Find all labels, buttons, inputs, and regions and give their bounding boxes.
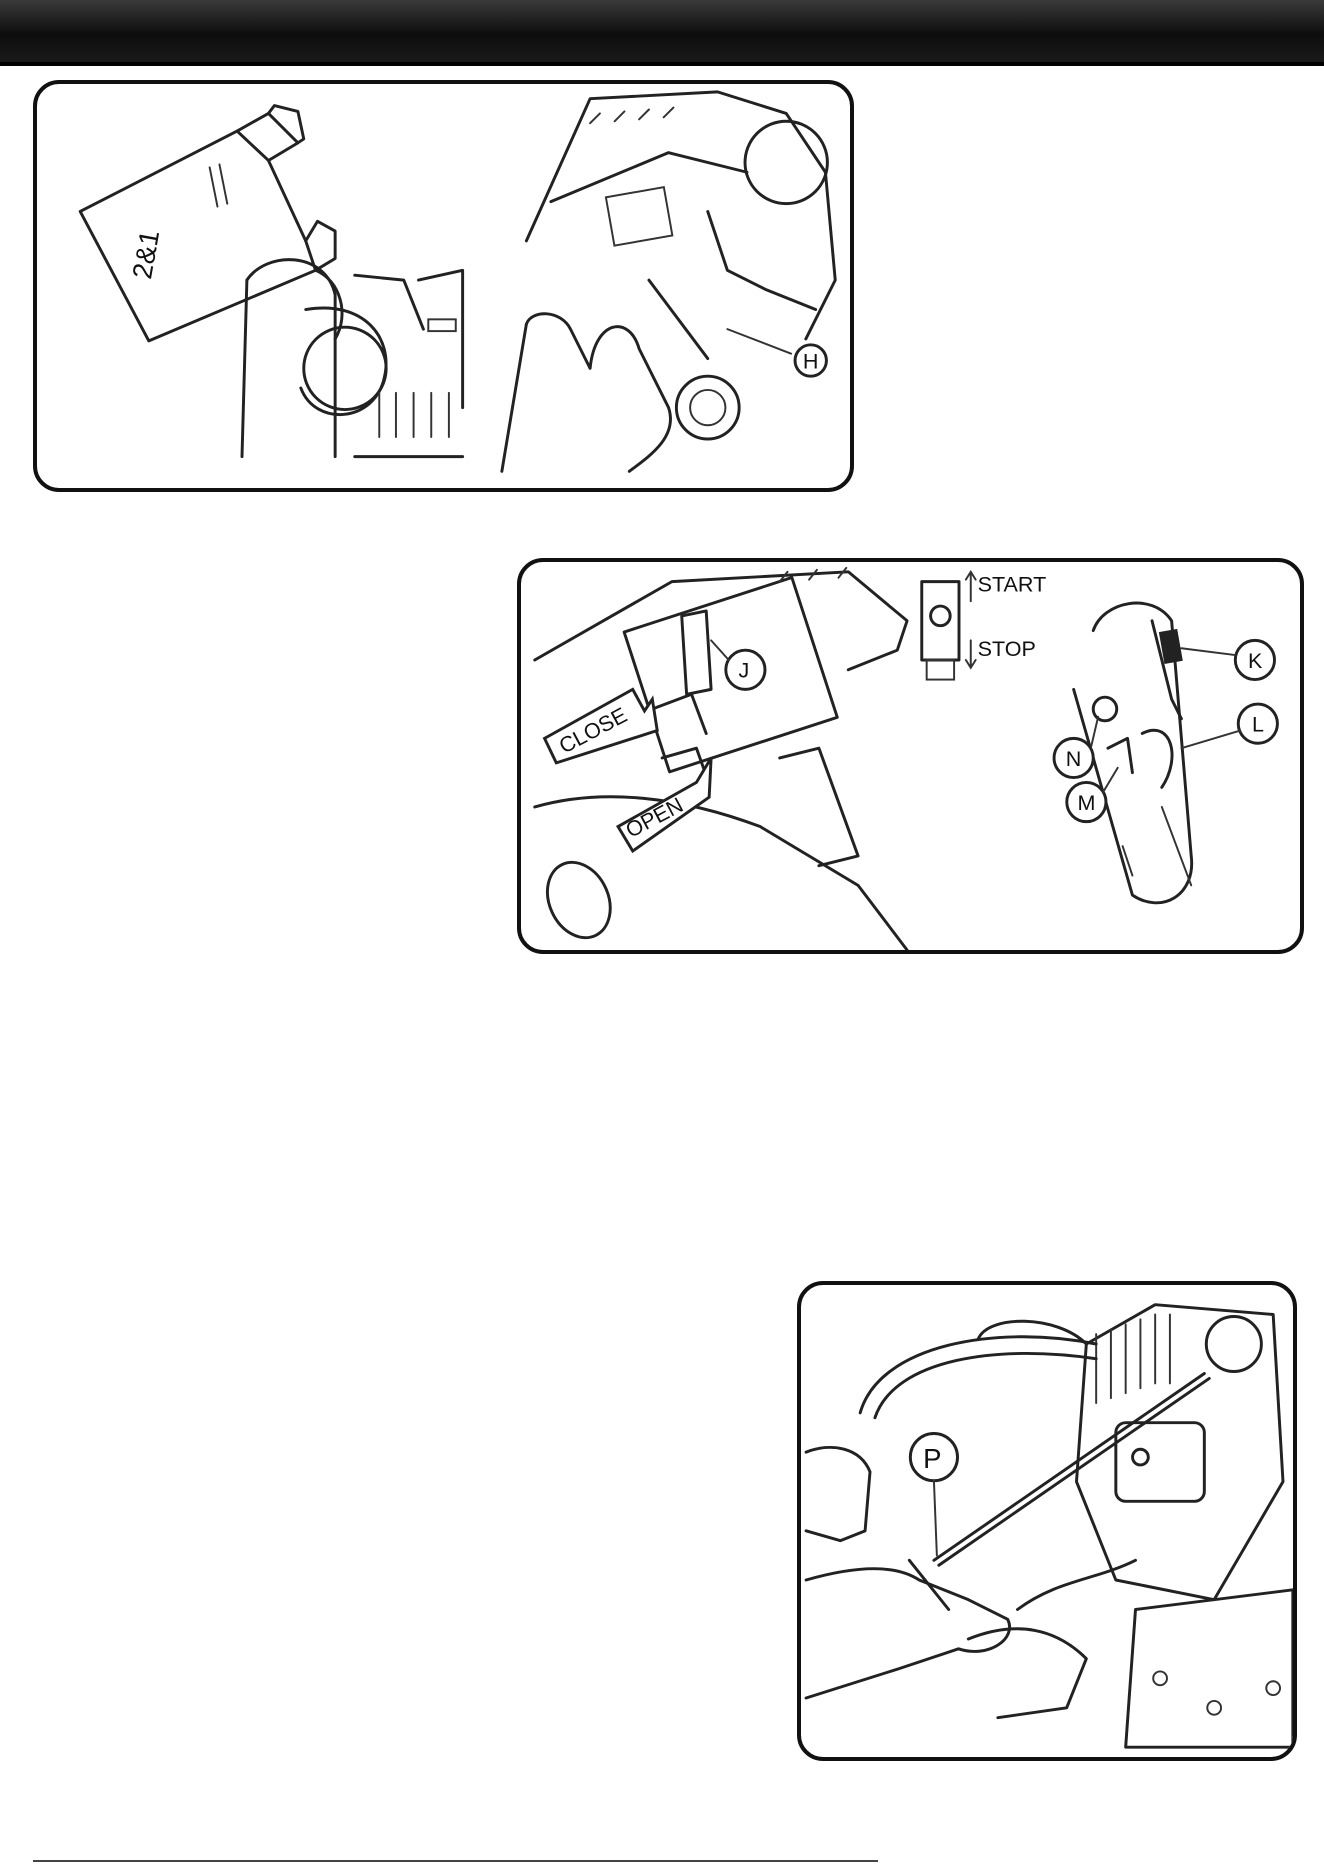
engine xyxy=(1077,1305,1293,1748)
callout-m: M xyxy=(1078,790,1096,815)
ignition-switch: START STOP xyxy=(922,571,1046,679)
label-stop: STOP xyxy=(978,636,1036,661)
starting-illustration: P xyxy=(801,1285,1293,1757)
bottle-label: 2&1 xyxy=(126,228,165,281)
label-start: START xyxy=(978,571,1047,596)
callout-n: N xyxy=(1066,746,1082,771)
handlebar xyxy=(860,1321,1096,1418)
figure-controls: J CLOSE OPEN START STOP xyxy=(517,558,1304,954)
fuel-filling-illustration: 2&1 xyxy=(37,84,850,488)
footer-rule xyxy=(33,1860,878,1862)
figure-fuel-filling: 2&1 xyxy=(33,80,854,492)
callout-j: J xyxy=(739,658,750,683)
callout-k: K xyxy=(1248,648,1263,673)
choke-hand-illustration: H xyxy=(502,92,835,471)
fuel-tank xyxy=(242,260,463,457)
controls-illustration: J CLOSE OPEN START STOP xyxy=(521,562,1300,950)
close-tag: CLOSE xyxy=(545,689,658,762)
open-tag: OPEN xyxy=(618,758,711,851)
hands xyxy=(806,1447,1135,1717)
callout-p: P xyxy=(923,1443,941,1474)
callout-h: H xyxy=(803,348,819,373)
carburettor-cover xyxy=(535,568,907,950)
header-bar xyxy=(0,0,1324,66)
fuel-bottle: 2&1 xyxy=(80,106,335,341)
callout-l: L xyxy=(1252,712,1264,737)
figure-starting: P xyxy=(797,1281,1297,1761)
starter-rope xyxy=(934,1374,1209,1566)
